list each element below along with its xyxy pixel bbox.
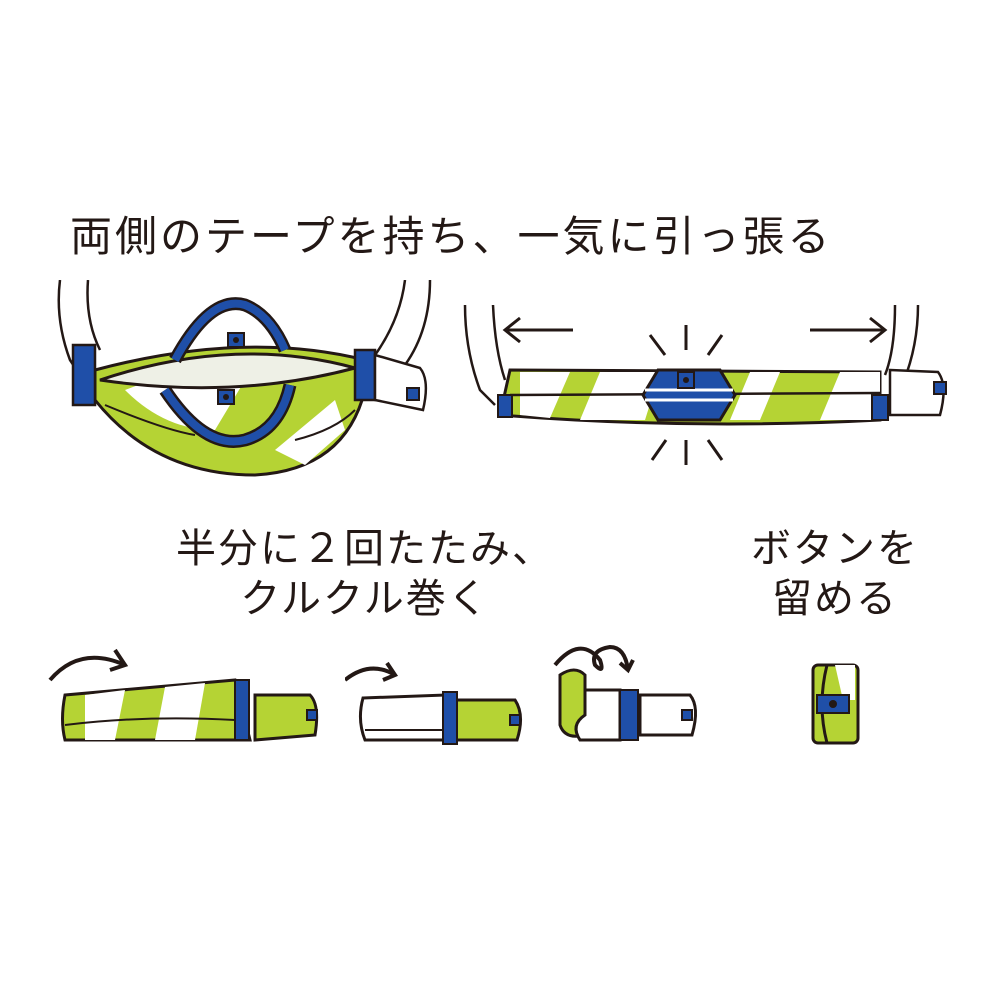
strip-rolling-illustration — [550, 635, 730, 755]
curved-arrow-icon — [48, 655, 126, 682]
step3-caption: ボタンを 留める — [735, 525, 935, 623]
bag-held-open-illustration — [45, 280, 465, 500]
step2-caption-line2: クルクル巻く — [240, 576, 490, 622]
bag-pulled-flat-illustration — [460, 290, 960, 480]
curved-arrow-icon — [345, 666, 397, 682]
rolled-bag-buttoned-illustration — [805, 660, 865, 750]
strip-folded-once-illustration — [45, 645, 345, 755]
arrow-right-icon — [810, 316, 888, 344]
strip-folded-twice-illustration — [345, 650, 545, 750]
step3-caption-line2: 留める — [772, 576, 898, 622]
step2-caption: 半分に２回たたみ、 クルクル巻く — [150, 525, 580, 623]
step3-caption-line1: ボタンを — [751, 526, 919, 572]
step2-caption-line1: 半分に２回たたみ、 — [176, 526, 554, 572]
burst-lines-icon — [648, 325, 724, 465]
step1-caption: 両側のテープを持ち、一気に引っ張る — [70, 212, 833, 261]
curl-arrow-icon — [553, 644, 630, 671]
arrow-left-icon — [502, 316, 573, 344]
